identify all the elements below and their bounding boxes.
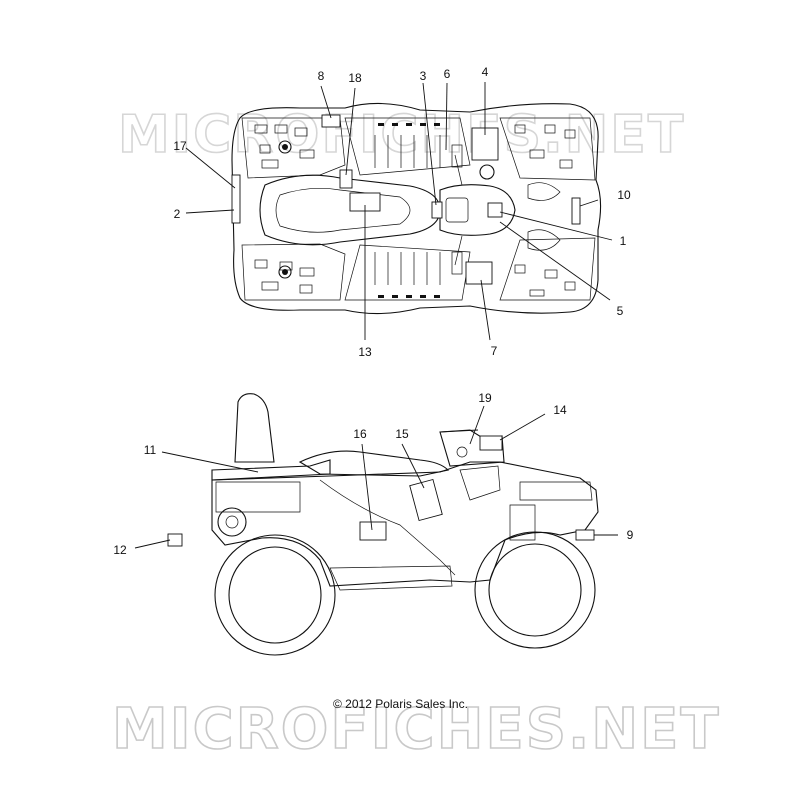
callout-9: 9	[627, 528, 634, 542]
decal-7	[465, 261, 493, 285]
callout-7: 7	[491, 344, 498, 358]
callout-5: 5	[617, 304, 624, 318]
callout-2: 2	[174, 207, 181, 221]
callout-17: 17	[173, 139, 187, 153]
callout-13: 13	[358, 345, 372, 359]
copyright-text: © 2012 Polaris Sales Inc.	[333, 697, 468, 711]
decal-12	[167, 533, 183, 547]
callout-1: 1	[620, 234, 627, 248]
decal-10	[571, 197, 581, 225]
decal-14	[479, 435, 503, 451]
callout-12: 12	[113, 543, 127, 557]
decal-8	[321, 114, 341, 128]
callouts: 8 18 3 6 4 17 2 10 1 5 7 13 11 12 16 15 …	[113, 65, 633, 557]
callout-15: 15	[395, 427, 409, 441]
callout-19: 19	[478, 391, 492, 405]
watermark-bottom: MICROFICHES.NET	[112, 697, 721, 762]
callout-3: 3	[420, 69, 427, 83]
callout-18: 18	[348, 71, 362, 85]
decal-15	[409, 478, 443, 522]
callout-4: 4	[482, 65, 489, 79]
atv-top-view	[231, 102, 602, 315]
callout-11: 11	[144, 443, 157, 457]
callout-16: 16	[353, 427, 367, 441]
decal-16	[359, 521, 387, 541]
watermark-top: MICROFICHES.NET	[118, 105, 685, 165]
callout-14: 14	[553, 403, 567, 417]
callout-6: 6	[444, 67, 451, 81]
callout-8: 8	[318, 69, 325, 83]
callout-10: 10	[617, 188, 631, 202]
decal-3	[431, 201, 443, 219]
decal-1-5	[487, 202, 503, 218]
decal-9	[575, 529, 595, 541]
decal-17-2	[231, 174, 241, 224]
atv-side-view	[167, 393, 599, 656]
decal-18	[339, 169, 353, 189]
